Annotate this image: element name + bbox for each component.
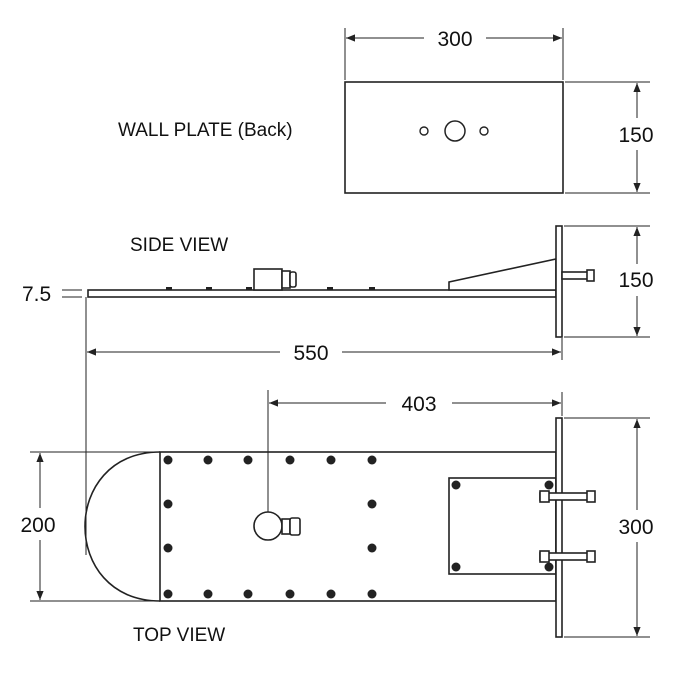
side-view: SIDE VIEW 7.5 150 550 <box>22 225 654 555</box>
bolt-dot <box>243 589 253 599</box>
bolt-dot <box>367 543 377 553</box>
bolt-head <box>206 287 212 290</box>
dim-side-thickness: 7.5 <box>22 283 51 306</box>
wall-plate-view: WALL PLATE (Back) 300 150 <box>118 28 654 194</box>
wall-plate-outline <box>344 81 564 194</box>
bolt-dot <box>451 480 461 490</box>
bolt-dot <box>285 455 295 465</box>
dim-wall-plate-width: 300 <box>437 28 472 51</box>
side-gusset <box>448 258 557 291</box>
bolt-dot <box>326 589 336 599</box>
bolt-head <box>327 287 333 290</box>
bolt-head <box>166 287 172 290</box>
dim-post-offset: 403 <box>401 393 436 416</box>
bolt-dot <box>203 589 213 599</box>
bolt-dot <box>367 589 377 599</box>
bolt-dot <box>544 480 554 490</box>
top-wall-bolt-lower-inner <box>539 550 550 563</box>
top-view: TOP VIEW <box>20 390 654 646</box>
side-view-label: SIDE VIEW <box>130 235 228 256</box>
side-post-clamp <box>253 268 283 291</box>
side-wall-bolt <box>561 271 591 280</box>
bolt-dot <box>285 589 295 599</box>
bolt-head <box>369 287 375 290</box>
top-rounded-end <box>84 451 161 602</box>
top-wall-bolt-upper-inner <box>539 490 550 503</box>
side-clamp-knob-cap <box>289 271 297 288</box>
wall-plate-right-hole <box>479 126 489 136</box>
bolt-dot <box>367 499 377 509</box>
wall-plate-center-hole <box>444 120 466 142</box>
bolt-dot <box>451 562 461 572</box>
dim-wall-plate-height: 150 <box>618 124 653 147</box>
dim-side-height: 150 <box>618 269 653 292</box>
top-wall-bolt-upper-nut <box>586 490 596 503</box>
dim-top-depth: 200 <box>20 514 55 537</box>
bolt-head <box>246 287 252 290</box>
side-clamp-knob <box>281 270 291 289</box>
bolt-dot <box>163 589 173 599</box>
dim-overall-length: 550 <box>293 342 328 365</box>
bolt-dot <box>203 455 213 465</box>
top-clamp-knob <box>281 518 291 535</box>
top-post-hole <box>253 511 283 541</box>
bolt-dot <box>163 543 173 553</box>
top-view-label: TOP VIEW <box>133 625 225 646</box>
bolt-dot <box>163 499 173 509</box>
side-wall-bolt-nut <box>586 269 595 282</box>
top-wall-plate <box>555 417 563 638</box>
side-wall-plate <box>555 225 563 338</box>
top-body <box>159 451 557 602</box>
top-clamp-knob-cap <box>289 517 301 536</box>
side-bar <box>87 289 557 298</box>
wall-plate-label: WALL PLATE (Back) <box>118 120 293 141</box>
dim-top-plate-width: 300 <box>618 516 653 539</box>
wall-plate-left-hole <box>419 126 429 136</box>
bolt-dot <box>367 455 377 465</box>
bolt-dot <box>163 455 173 465</box>
bolt-dot <box>243 455 253 465</box>
bolt-dot <box>326 455 336 465</box>
bolt-dot <box>544 562 554 572</box>
top-wall-bolt-lower-nut <box>586 550 596 563</box>
